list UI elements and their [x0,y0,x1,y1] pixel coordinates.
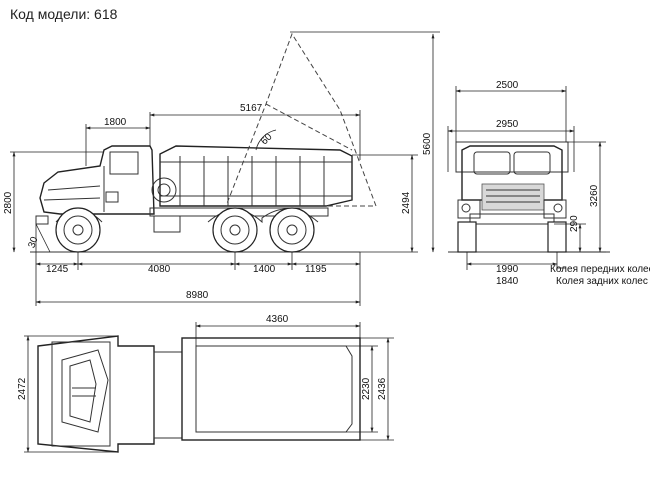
dim-2230: 2230 [361,377,372,400]
front-left-fender [457,199,481,219]
top-view: 4360 2472 2230 2436 [17,314,394,453]
spare-wheel [151,177,177,203]
dim-1400: 1400 [253,264,276,275]
front-wheel [55,207,101,253]
top-dump-body [181,337,361,441]
dim-5600: 5600 [422,132,433,155]
front-bumper-view [469,213,555,225]
dim-1800: 1800 [104,117,127,128]
front-view: 2500 2950 3260 290 1990 1840 Колея перед… [447,80,650,287]
dim-4360: 4360 [266,314,289,325]
dim-2500: 2500 [496,80,519,91]
fuel-tank [153,215,181,233]
dump-body [159,145,353,207]
dim-3260: 3260 [589,184,600,207]
rear-wheel-2 [269,207,315,253]
dim-290: 290 [569,215,580,232]
dim-2436: 2436 [377,377,388,400]
top-cab [37,335,155,453]
model-code-title: Код модели: 618 [10,6,118,22]
side-view: 1800 5167 60 5600 2800 2494 30 [3,31,440,306]
dim-30: 30 [26,235,40,250]
dim-2800: 2800 [3,191,14,214]
top-frame [153,351,183,439]
headlight-left [461,203,471,213]
dim-1245: 1245 [46,264,69,275]
dim-4080: 4080 [148,264,171,275]
front-right-fender [543,199,567,219]
tipped-body-outline [225,32,377,207]
top-hood [61,349,109,433]
side-cab [35,145,155,225]
rear-wheel-1 [212,207,258,253]
dim-1990: 1990 [496,264,519,275]
dim-2472: 2472 [17,377,28,400]
front-body-outline [455,141,569,173]
front-grille [481,183,545,211]
dim-2950: 2950 [496,119,519,130]
front-windshield-left [473,151,511,175]
front-windshield-right [513,151,551,175]
dim-8980: 8980 [186,290,209,301]
front-wheel-left [457,221,477,253]
front-bumper [35,215,49,225]
dim-5167: 5167 [240,103,263,114]
dim-1195: 1195 [305,264,327,275]
headlight-right [553,203,563,213]
dim-1840: 1840 [496,276,519,287]
dim-angle-60: 60 [259,131,275,147]
cab-window [109,151,139,175]
front-wheel-right [547,221,567,253]
legend-rear-track: Колея задних колес [556,276,648,287]
legend-front-track: Колея передних колес [550,264,650,275]
dim-2494: 2494 [401,191,412,214]
